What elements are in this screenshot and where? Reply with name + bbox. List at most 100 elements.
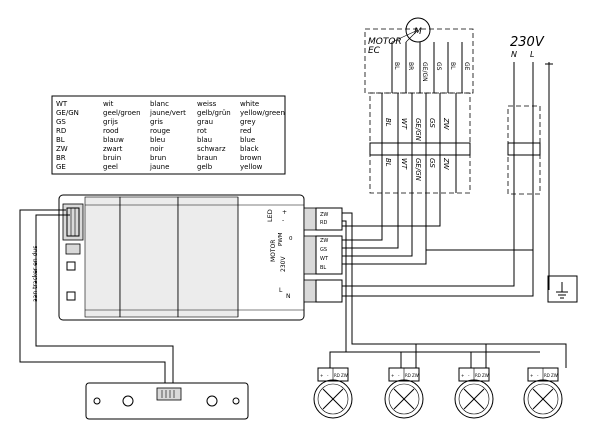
lamp-icon bbox=[384, 379, 424, 419]
legend-translation: rot bbox=[197, 127, 207, 135]
legend-translation: gris bbox=[150, 118, 163, 126]
legend-translation: grau bbox=[197, 118, 213, 126]
motor-term-label: MOTOR bbox=[270, 240, 277, 262]
led-terminal-label: - bbox=[537, 373, 539, 378]
legend-translation: blauw bbox=[103, 136, 124, 144]
v230-label: 230V bbox=[280, 256, 287, 272]
cable-label-lower: GE/GN bbox=[414, 158, 422, 182]
mount-hole-left-icon bbox=[93, 397, 101, 405]
receiver-bar bbox=[85, 382, 249, 420]
led-terminal-label: RD bbox=[334, 373, 340, 378]
motor-wire-label: GE/GN bbox=[421, 62, 428, 82]
led-terminal-label: + bbox=[320, 373, 323, 378]
motor-wire-label: GS bbox=[435, 62, 442, 71]
cable-label-lower: ZW bbox=[442, 157, 450, 171]
supply-cable-sleeve bbox=[507, 105, 541, 195]
legend-code: WT bbox=[56, 100, 68, 108]
terminal-label: BL bbox=[320, 265, 326, 271]
led-terminal-label: ZW bbox=[551, 373, 558, 378]
legend-translation: gelb/grün bbox=[197, 109, 231, 117]
mains-terminal-block bbox=[303, 279, 317, 303]
zero-label: 0 bbox=[289, 236, 293, 242]
legend-translation: blue bbox=[240, 136, 255, 144]
legend-translation: blau bbox=[197, 136, 212, 144]
legend-code: BR bbox=[56, 154, 66, 162]
legend-translation: geel/groen bbox=[103, 109, 141, 117]
controller-panel-mid bbox=[119, 196, 179, 318]
cable-label-upper: GE/GN bbox=[414, 118, 422, 142]
legend-translation: white bbox=[240, 100, 259, 108]
motor-ec-unit: M MOTOR EC BL BR GE/GN GS BL GE bbox=[364, 17, 474, 94]
led-terminal-label: - bbox=[468, 373, 470, 378]
cable-label-upper: GS bbox=[428, 118, 436, 128]
legend-translation: black bbox=[240, 145, 260, 153]
terminal-label: RD bbox=[320, 220, 327, 226]
legend-translation: rood bbox=[103, 127, 119, 135]
pwm-label: PWM bbox=[278, 232, 284, 246]
legend-translation: red bbox=[240, 127, 251, 135]
cable-label-lower: BL bbox=[384, 158, 392, 167]
supply-n-label: N bbox=[511, 50, 517, 59]
led-terminal-label: ZW bbox=[412, 373, 419, 378]
legend-translation: brun bbox=[150, 154, 166, 162]
legend-translation: weiss bbox=[197, 100, 217, 108]
lamp-icon bbox=[454, 379, 494, 419]
lamp-icon bbox=[523, 379, 563, 419]
motor-label-ec: EC bbox=[368, 46, 381, 56]
legend-translation: yellow bbox=[240, 163, 263, 171]
legend-translation: schwarz bbox=[197, 145, 226, 153]
led-plus: + bbox=[282, 209, 287, 216]
legend-translation: yellow/green bbox=[240, 109, 285, 117]
motor-symbol-letter: M bbox=[414, 27, 422, 37]
terminal-label: WT bbox=[320, 256, 329, 262]
mains-supply: 230V N L bbox=[507, 35, 553, 290]
led-terminal-label: ZW bbox=[341, 373, 348, 378]
terminal-label: GS bbox=[320, 247, 327, 253]
l-term-label: L bbox=[279, 287, 283, 294]
legend-translation: noir bbox=[150, 145, 164, 153]
led-terminal-label: + bbox=[391, 373, 394, 378]
receiver-screw-left-icon bbox=[122, 395, 134, 407]
legend-code: GS bbox=[56, 118, 66, 126]
led-terminal-label: RD bbox=[405, 373, 411, 378]
motor-wire-label: GE bbox=[463, 62, 470, 71]
controller-panel-right bbox=[177, 196, 239, 318]
motor-wire-label: BR bbox=[407, 62, 414, 70]
controller-connector bbox=[62, 203, 84, 241]
led-terminal-label: RD bbox=[475, 373, 481, 378]
led-terminal-label: - bbox=[327, 373, 329, 378]
n-term-label: N bbox=[286, 293, 291, 300]
motor-symbol-icon bbox=[405, 17, 431, 43]
cable-clamp bbox=[369, 142, 471, 156]
cable-label-lower: GS bbox=[428, 158, 436, 168]
legend-translation: blanc bbox=[150, 100, 169, 108]
legend-translation: jaune/vert bbox=[149, 109, 186, 117]
legend-code: RD bbox=[56, 127, 66, 135]
legend-translation: bruin bbox=[103, 154, 121, 162]
motor-wire-label: BL bbox=[449, 62, 456, 70]
legend-translation: brown bbox=[240, 154, 262, 162]
motor-label: MOTOR bbox=[368, 37, 402, 47]
supply-l-label: L bbox=[530, 50, 534, 59]
led-terminal-label: - bbox=[398, 373, 400, 378]
led-terminal-label: + bbox=[461, 373, 464, 378]
legend-translation: grijs bbox=[103, 118, 118, 126]
controller-panel-left bbox=[84, 196, 121, 318]
legend-translation: wit bbox=[103, 100, 114, 108]
terminal-label: ZW bbox=[320, 238, 328, 244]
legend-translation: zwart bbox=[103, 145, 123, 153]
cable-label-upper: WT bbox=[400, 118, 408, 130]
motor-wire-label: BL bbox=[393, 62, 400, 70]
legend-translation: jaune bbox=[149, 163, 169, 171]
lamp-icon bbox=[313, 379, 353, 419]
receiver-connector bbox=[156, 387, 182, 401]
supply-voltage: 230V bbox=[510, 35, 545, 50]
led-minus: - bbox=[282, 217, 284, 224]
led-terminal-label: + bbox=[530, 373, 533, 378]
legend-code: GE/GN bbox=[56, 109, 79, 117]
